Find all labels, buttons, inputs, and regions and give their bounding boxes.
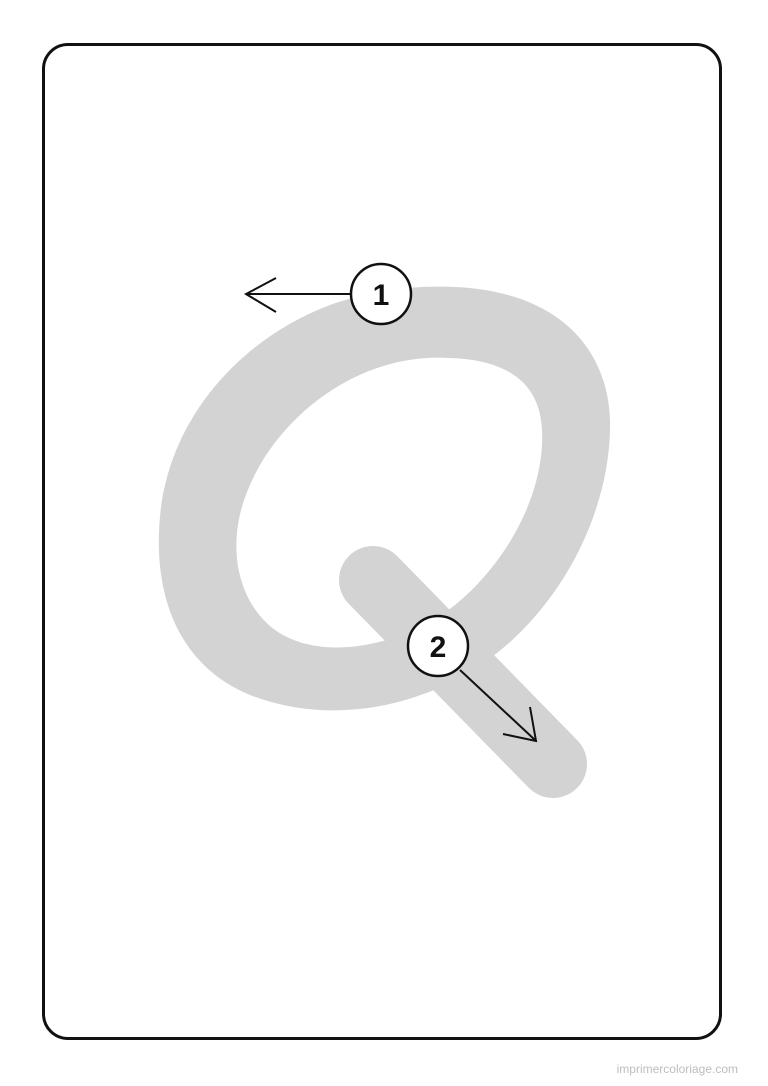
step-1-number: 1 — [373, 279, 390, 312]
watermark-text: imprimercoloriage.com — [616, 1062, 738, 1076]
step-2-number: 2 — [430, 631, 447, 664]
step-2-marker: 2 — [406, 614, 538, 743]
step-2-arrow-shaft — [459, 669, 536, 741]
step-1-circle — [349, 262, 413, 326]
arrow-down-right-icon — [502, 706, 538, 743]
arrow-left-icon — [243, 277, 277, 313]
letter-q-icon — [158, 286, 611, 798]
letter-q-bowl — [158, 286, 611, 711]
step-2-circle — [406, 614, 470, 678]
worksheet-card — [42, 43, 722, 1040]
step-1-marker: 1 — [243, 262, 413, 326]
